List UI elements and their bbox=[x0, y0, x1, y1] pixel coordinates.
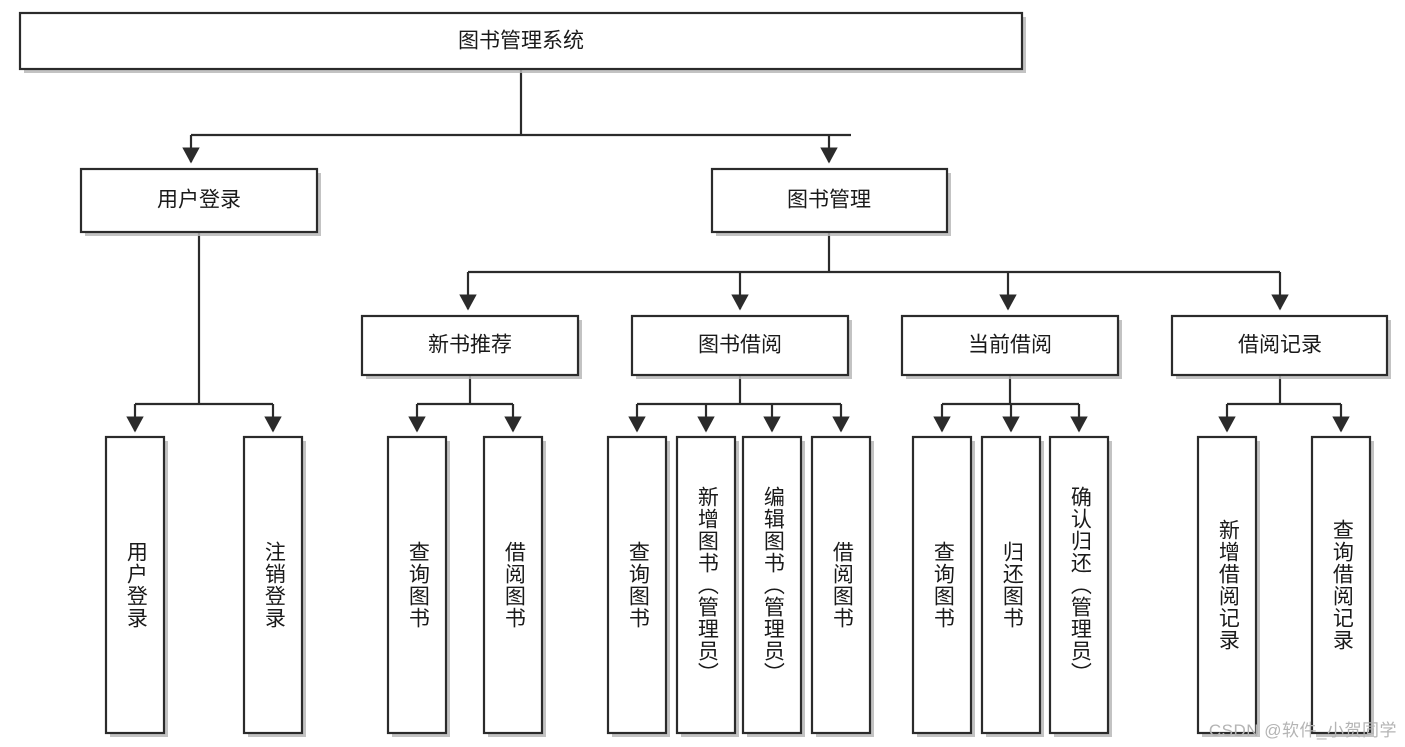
node-borrow-record-label: 借阅记录 bbox=[1238, 334, 1322, 357]
node-leaf-borrow-book-rec-box bbox=[482, 435, 544, 735]
node-root-box bbox=[18, 11, 1024, 71]
node-leaf-query-record-box bbox=[1310, 435, 1372, 735]
node-leaf-user-login[interactable] bbox=[104, 435, 168, 737]
node-leaf-user-login-box bbox=[104, 435, 166, 735]
leaf-node-boxes bbox=[104, 435, 1374, 737]
node-book-borrow[interactable]: 图书借阅 bbox=[630, 314, 852, 379]
edges-root-to-level2 bbox=[182, 69, 851, 164]
node-leaf-edit-book[interactable] bbox=[741, 435, 805, 737]
node-current-borrow-box bbox=[900, 314, 1120, 377]
node-root-label: 图书管理系统 bbox=[458, 30, 584, 53]
node-book-manage[interactable]: 图书管理 bbox=[710, 167, 951, 236]
node-root[interactable]: 图书管理系统 bbox=[18, 11, 1026, 73]
node-leaf-query-book-cur[interactable] bbox=[911, 435, 975, 737]
edges-borrow-record-to-leaves bbox=[1218, 375, 1350, 433]
node-new-book-recommend-label: 新书推荐 bbox=[428, 334, 512, 357]
node-leaf-edit-book-box bbox=[741, 435, 803, 735]
node-book-manage-label: 图书管理 bbox=[787, 189, 871, 212]
node-leaf-add-book-box bbox=[675, 435, 737, 735]
node-leaf-logout-box bbox=[242, 435, 304, 735]
node-leaf-logout[interactable] bbox=[242, 435, 306, 737]
node-leaf-confirm-return-box bbox=[1048, 435, 1110, 735]
node-book-manage-box bbox=[710, 167, 949, 234]
node-book-borrow-box bbox=[630, 314, 850, 377]
edges-book-manage-to-level3 bbox=[459, 232, 1289, 311]
node-user-login-label: 用户登录 bbox=[157, 189, 241, 212]
node-book-borrow-label: 图书借阅 bbox=[698, 334, 782, 357]
node-leaf-borrow-book-box bbox=[810, 435, 872, 735]
node-new-book-recommend[interactable]: 新书推荐 bbox=[360, 314, 582, 379]
node-leaf-borrow-book[interactable] bbox=[810, 435, 874, 737]
node-new-book-recommend-box bbox=[360, 314, 580, 377]
node-leaf-query-book-rec[interactable] bbox=[386, 435, 450, 737]
node-leaf-query-book-borrow-box bbox=[606, 435, 668, 735]
node-user-login-box bbox=[79, 167, 319, 234]
edges-current-borrow-to-leaves bbox=[933, 375, 1088, 433]
node-leaf-query-book-borrow[interactable] bbox=[606, 435, 670, 737]
node-borrow-record[interactable]: 借阅记录 bbox=[1170, 314, 1391, 379]
csdn-watermark: CSDN @软件_小贺同学 bbox=[1208, 721, 1397, 740]
node-leaf-add-record-box bbox=[1196, 435, 1258, 735]
edges-book-borrow-to-leaves bbox=[628, 375, 850, 433]
node-borrow-record-box bbox=[1170, 314, 1389, 377]
node-current-borrow[interactable]: 当前借阅 bbox=[900, 314, 1122, 379]
node-leaf-borrow-book-rec[interactable] bbox=[482, 435, 546, 737]
node-leaf-query-book-cur-box bbox=[911, 435, 973, 735]
node-leaf-add-record[interactable] bbox=[1196, 435, 1260, 737]
edges-user-login-to-leaves bbox=[126, 232, 282, 433]
node-leaf-confirm-return[interactable] bbox=[1048, 435, 1112, 737]
node-leaf-return-book-box bbox=[980, 435, 1042, 735]
node-leaf-query-book-rec-box bbox=[386, 435, 448, 735]
node-leaf-query-record[interactable] bbox=[1310, 435, 1374, 737]
edges-new-book-recommend-to-leaves bbox=[408, 375, 522, 433]
node-leaf-add-book[interactable] bbox=[675, 435, 739, 737]
node-leaf-return-book[interactable] bbox=[980, 435, 1044, 737]
node-current-borrow-label: 当前借阅 bbox=[968, 334, 1052, 357]
node-user-login[interactable]: 用户登录 bbox=[79, 167, 321, 236]
